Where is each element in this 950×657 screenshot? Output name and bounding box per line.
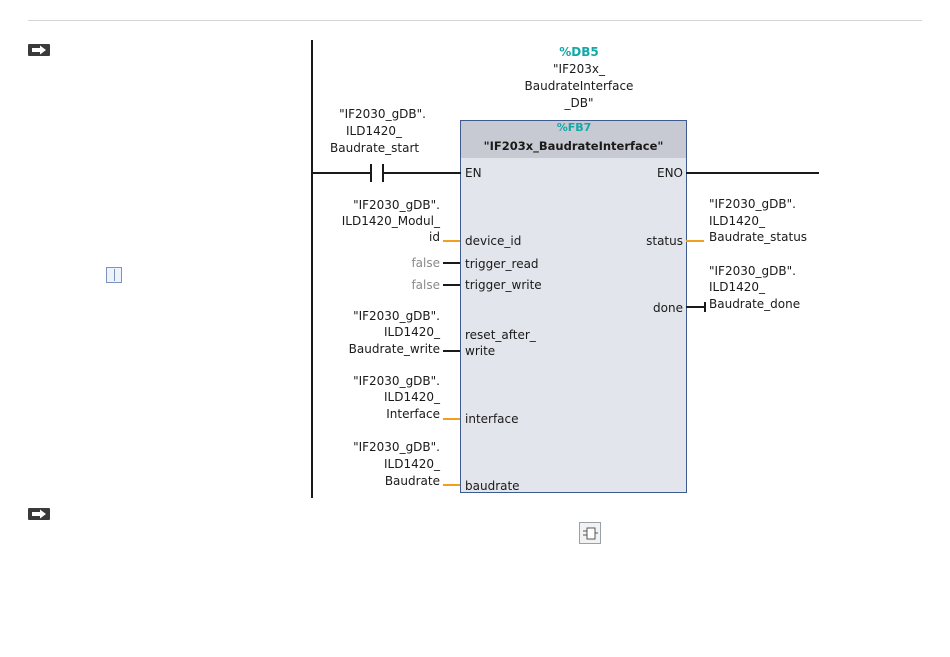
trigger-read-wire [443, 262, 460, 264]
pin-reset-after-1: reset_after_ [465, 328, 536, 342]
baudrate-operand-1[interactable]: "IF2030_gDB". [353, 440, 440, 454]
pin-trigger-read: trigger_read [465, 257, 539, 271]
rail-wire [313, 172, 371, 174]
reset-operand-3[interactable]: Baudrate_write [348, 342, 440, 356]
network-arrow-icon-2[interactable] [28, 508, 50, 520]
contact-label-2: ILD1420_ [346, 124, 403, 138]
pin-done: done [653, 301, 683, 315]
contact-label-3: Baudrate_start [330, 141, 420, 155]
instance-db-name-1: "IF203x_ [553, 62, 605, 76]
fb-title: "IF203x_BaudrateInterface" [483, 139, 664, 153]
interface-wire [443, 418, 460, 420]
fbd-network-icon[interactable] [579, 522, 601, 544]
pin-baudrate: baudrate [465, 479, 520, 493]
device-id-wire [443, 240, 460, 242]
pin-eno: ENO [656, 166, 683, 180]
pin-en: EN [465, 166, 482, 180]
reset-operand-1[interactable]: "IF2030_gDB". [353, 309, 440, 323]
device-id-operand-1[interactable]: "IF2030_gDB". [353, 198, 440, 212]
done-operand-1[interactable]: "IF2030_gDB". [709, 264, 796, 278]
pin-status: status [646, 234, 683, 248]
instance-db-name-3: _DB" [564, 96, 594, 110]
status-wire [686, 240, 704, 242]
done-wire [686, 306, 704, 308]
done-operand-2[interactable]: ILD1420_ [709, 280, 766, 294]
trigger-write-wire [443, 284, 460, 286]
pin-interface: interface [465, 412, 519, 426]
function-block[interactable] [460, 120, 687, 493]
reset-operand-2[interactable]: ILD1420_ [383, 325, 440, 339]
done-coil-bar [704, 302, 706, 312]
baudrate-operand-2[interactable]: ILD1420_ [383, 457, 440, 471]
pin-trigger-write: trigger_write [465, 278, 542, 292]
split-view-icon[interactable] [106, 267, 122, 283]
power-rail [311, 40, 313, 498]
function-block-header [461, 121, 686, 158]
baudrate-wire [443, 484, 460, 486]
eno-wire [686, 172, 819, 174]
done-operand-3[interactable]: Baudrate_done [709, 297, 801, 311]
instance-db-name-2: BaudrateInterface [524, 79, 634, 93]
status-operand-3[interactable]: Baudrate_status [709, 230, 808, 244]
contact-left-bar [370, 164, 372, 182]
trigger-write-value[interactable]: false [411, 278, 440, 292]
instance-db-number: %DB5 [559, 45, 599, 59]
network-arrow-icon[interactable] [28, 44, 50, 56]
interface-operand-1[interactable]: "IF2030_gDB". [353, 374, 440, 388]
contact-to-en-wire [383, 172, 461, 174]
device-id-operand-2[interactable]: ILD1420_Modul_ [341, 214, 440, 228]
fb-number: %FB7 [556, 121, 592, 134]
reset-after-write-wire [443, 350, 460, 352]
trigger-read-value[interactable]: false [411, 256, 440, 270]
device-id-operand-3[interactable]: id [429, 230, 440, 244]
no-contact[interactable] [366, 160, 388, 186]
top-separator [28, 20, 922, 21]
contact-label-1: "IF2030_gDB". [339, 107, 426, 121]
status-operand-2[interactable]: ILD1420_ [709, 214, 766, 228]
pin-device-id: device_id [465, 234, 522, 248]
baudrate-operand-3[interactable]: Baudrate [384, 474, 440, 488]
status-operand-1[interactable]: "IF2030_gDB". [709, 197, 796, 211]
pin-reset-after-2: write [465, 344, 496, 358]
interface-operand-2[interactable]: ILD1420_ [383, 390, 440, 404]
interface-operand-3[interactable]: Interface [386, 407, 440, 421]
